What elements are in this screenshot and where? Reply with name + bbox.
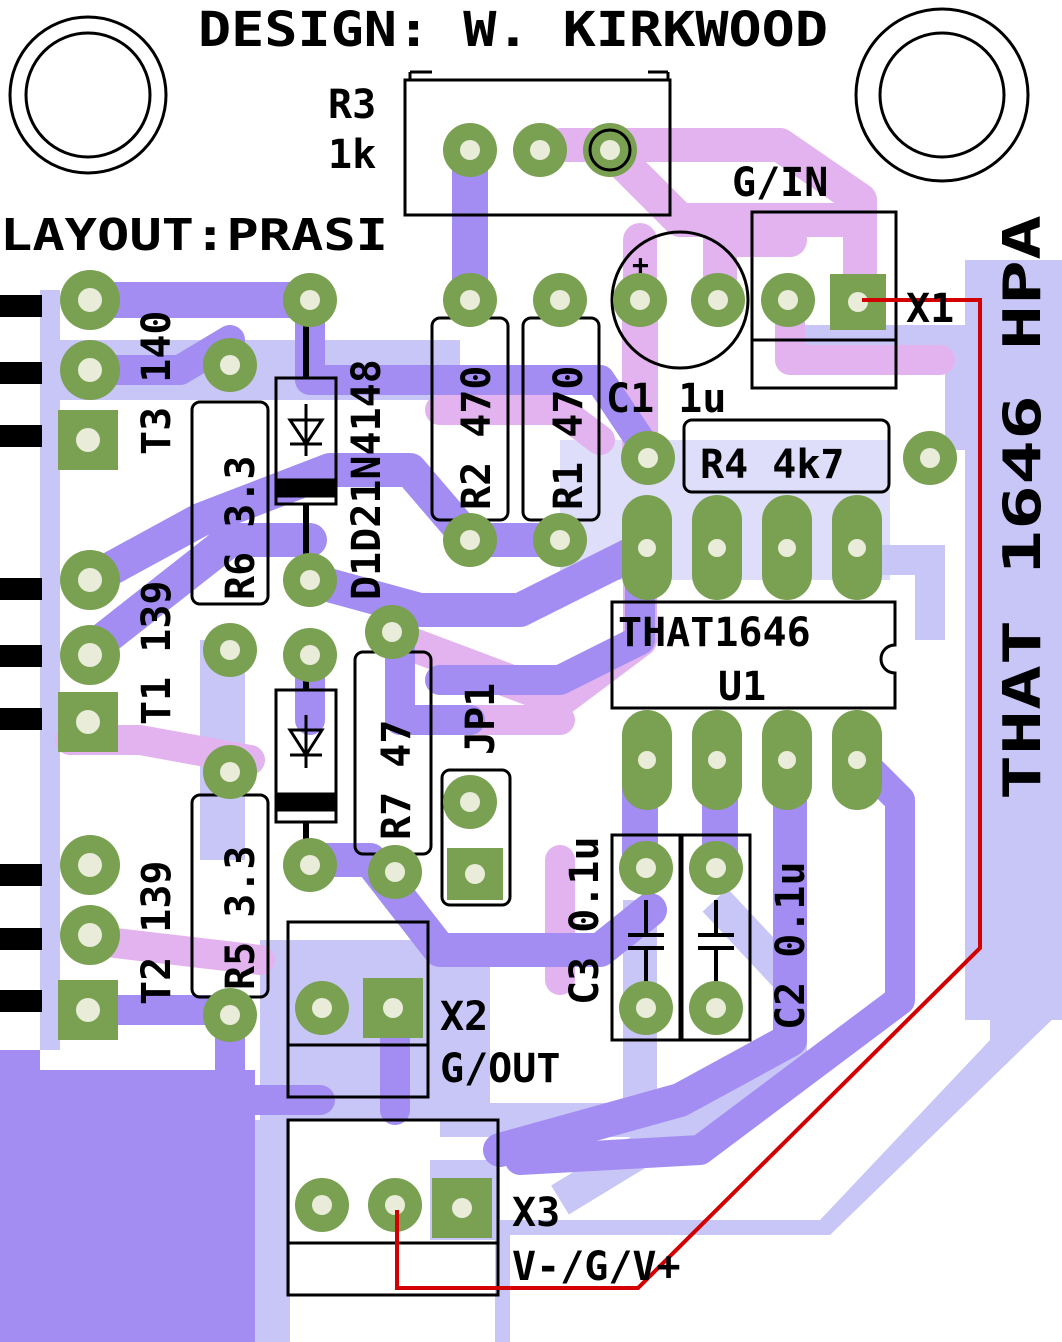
x1-label: G/IN <box>732 160 828 206</box>
t1-label: T1 139 <box>134 580 180 725</box>
c2-label: C2 0.1u <box>768 861 814 1030</box>
jp1-ref: JP1 <box>458 683 504 755</box>
r3-wiper-ring <box>588 128 632 172</box>
mounting-hole-left <box>8 15 168 175</box>
x3-label: V-/G/V+ <box>512 1244 681 1290</box>
c3-label: C3 0.1u <box>562 836 608 1005</box>
r6-outline <box>190 400 270 606</box>
t2-label: T2 139 <box>134 860 180 1005</box>
ground-pour <box>0 1050 255 1342</box>
x3-ref: X3 <box>512 1190 560 1236</box>
capacitor-symbols <box>628 900 734 985</box>
product-title: THAT 1646 HPA <box>993 215 1053 800</box>
x3-outline <box>286 1118 500 1297</box>
r1-label: R1 470 <box>546 365 592 510</box>
edge-connector-marks <box>0 295 42 1012</box>
c2-outline <box>680 833 752 1042</box>
layout-credit: LAYOUT:PRASI <box>0 210 388 261</box>
drill-holes <box>76 140 940 1218</box>
x2-ref: X2 <box>440 994 488 1040</box>
jp1-outline <box>440 768 512 907</box>
ground-pour-edge <box>255 1120 290 1342</box>
u1-outline <box>610 600 897 710</box>
c1-label: C1 1u <box>606 376 726 422</box>
r2-label: R2 470 <box>454 365 500 510</box>
r3-ref: R3 <box>328 82 376 128</box>
x2-outline <box>286 920 430 1099</box>
u1-part: THAT1646 <box>618 610 811 656</box>
r4-label: R4 4k7 <box>700 442 845 488</box>
r4-outline <box>682 418 891 494</box>
silkscreen-outlines <box>190 70 898 1297</box>
r7-label: R7 47 <box>374 720 420 840</box>
square-pads <box>58 274 886 1238</box>
c1-polarity: + <box>632 248 649 281</box>
diode-symbols <box>276 404 336 812</box>
r3-value: 1k <box>328 132 376 178</box>
x1-ref: X1 <box>906 286 954 332</box>
r5-label: R5 3.3 <box>218 845 264 990</box>
r3-outline <box>403 78 672 217</box>
designer-credit: DESIGN: W. KIRKWOOD <box>198 2 828 58</box>
airwire <box>395 298 982 1290</box>
x2-label: G/OUT <box>440 1046 560 1092</box>
c3-outline <box>610 833 682 1042</box>
r6-label: R6 3.3 <box>218 455 264 600</box>
mounting-hole-right <box>854 7 1030 183</box>
u1-ref: U1 <box>718 664 766 710</box>
d1-d2-label: D1D21N4148 <box>344 359 390 600</box>
c1-outline <box>610 230 750 370</box>
silkscreen-text: DESIGN: W. KIRKWOOD LAYOUT:PRASI THAT 16… <box>0 2 1053 1290</box>
t3-label: T3 140 <box>134 310 180 455</box>
u1-pad-drills <box>638 539 866 769</box>
